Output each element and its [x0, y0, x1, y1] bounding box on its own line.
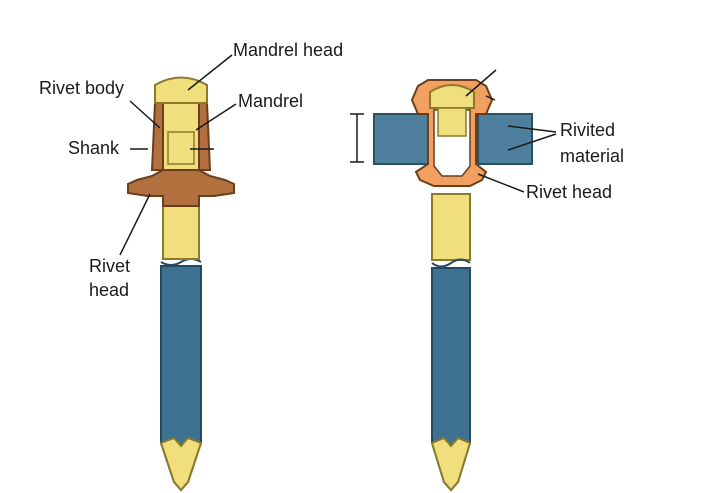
- riveted-material-right: [477, 113, 533, 165]
- right-mandrel-tip: [430, 436, 472, 492]
- leader-rivet-head-left: [119, 193, 151, 256]
- left-mandrel-tip: [159, 436, 203, 492]
- right-mandrel-stub: [437, 107, 467, 137]
- rivet-after-setting: [350, 79, 533, 492]
- label-riveted-material-1: Rivited: [560, 120, 615, 140]
- leader-mandrel-head: [187, 54, 233, 91]
- leader-rivet-body: [129, 100, 161, 129]
- left-shank-inner: [167, 131, 195, 165]
- label-rivet-head-left-2: head: [89, 280, 129, 300]
- label-rivet-head-right: Rivet head: [526, 182, 612, 202]
- label-mandrel: Mandrel: [238, 91, 303, 111]
- thickness-bracket: [350, 113, 364, 163]
- right-mandrel-shaft: [431, 193, 471, 261]
- label-shank: Shank: [68, 138, 120, 158]
- right-break-line: [431, 258, 471, 268]
- rivet-before-setting: [127, 76, 235, 492]
- left-mandrel-head: [154, 76, 208, 104]
- label-mandrel-head: Mandrel head: [233, 40, 343, 60]
- riveted-material-left: [373, 113, 429, 165]
- leader-material-b: [507, 133, 557, 151]
- label-rivet-body: Rivet body: [39, 78, 124, 98]
- leader-material-a: [507, 125, 557, 133]
- leader-right-top-b: [485, 95, 496, 101]
- left-rivet-body: [127, 102, 235, 207]
- label-rivet-head-left-1: Rivet: [89, 256, 130, 276]
- leader-rivet-head-right: [477, 173, 525, 193]
- label-riveted-material-2: material: [560, 146, 624, 166]
- right-mandrel-head: [429, 84, 475, 109]
- leader-mandrel: [195, 103, 237, 131]
- leader-right-top: [465, 69, 497, 97]
